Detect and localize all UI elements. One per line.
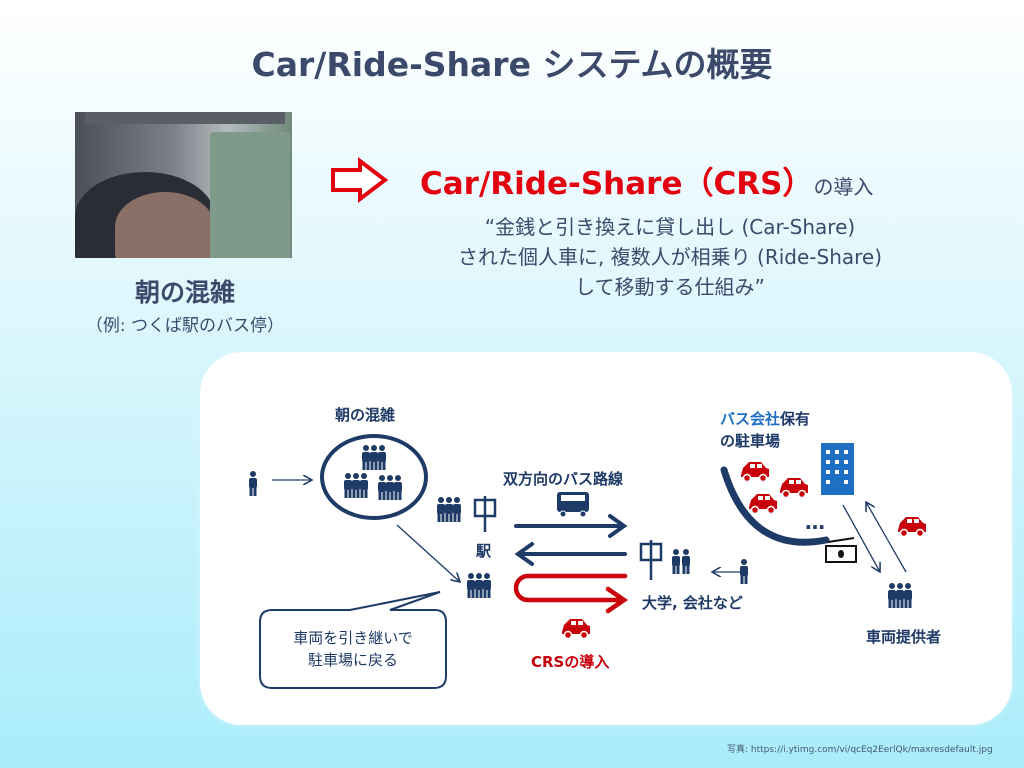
crs-definition: “金銭と引き換えに貸し出し (Car-Share) された個人車に, 複数人が相… bbox=[330, 212, 1010, 302]
callout-text: 車両を引き継いで駐車場に戻る bbox=[278, 627, 428, 671]
bus-route-arrows bbox=[514, 514, 628, 566]
crs-headline-suffix: の導入 bbox=[813, 175, 874, 199]
callout-bubble bbox=[259, 591, 447, 689]
crs-headline: Car/Ride-Share（CRS）の導入 bbox=[420, 158, 873, 203]
photo-credit: 写真: https://i.ytimg.com/vi/qcEq2EerlQk/m… bbox=[727, 745, 993, 755]
arrow bbox=[396, 524, 460, 582]
station-label: 駅 bbox=[476, 542, 492, 560]
crowd-label: 朝の混雑 bbox=[335, 406, 396, 424]
parking-label-owned: 保有 bbox=[780, 410, 811, 428]
provider-label: 車両提供者 bbox=[866, 628, 942, 646]
arrow bbox=[842, 504, 880, 572]
parking-label-line2: の駐車場 bbox=[720, 432, 781, 450]
bus-route-label: 双方向のバス路線 bbox=[503, 470, 624, 488]
crs-uturn-arrow bbox=[513, 573, 628, 614]
right-arrow-icon bbox=[331, 156, 389, 204]
crs-headline-main: Car/Ride-Share（CRS） bbox=[420, 166, 814, 202]
parking-curve bbox=[720, 466, 830, 546]
arrow bbox=[866, 502, 907, 573]
destination-label: 大学, 会社など bbox=[642, 594, 743, 612]
parking-label: バス会社保有の駐車場 bbox=[720, 408, 810, 452]
crs-label: CRSの導入 bbox=[531, 653, 610, 671]
money-icon bbox=[825, 537, 857, 563]
crowd-photo bbox=[75, 112, 292, 258]
building-icon bbox=[821, 443, 854, 495]
walking-person-icon bbox=[740, 559, 748, 584]
walking-person-icon bbox=[249, 471, 257, 496]
definition-line: された個人車に, 複数人が相乗り (Ride-Share) bbox=[457, 245, 883, 269]
ellipsis: … bbox=[805, 510, 825, 534]
people-icon bbox=[672, 549, 690, 574]
crowd-people-icon bbox=[344, 445, 402, 500]
definition-line: “金銭と引き換えに貸し出し (Car-Share) bbox=[484, 215, 856, 239]
slide-title: Car/Ride-Share システムの概要 bbox=[251, 45, 773, 84]
crowd-circle bbox=[320, 434, 428, 520]
bus-stop-icon bbox=[473, 496, 663, 580]
photo-subcaption: （例: つくば駅のバス停） bbox=[85, 316, 285, 336]
callout-line: 駐車場に戻る bbox=[307, 651, 398, 669]
bus-company-label: バス会社 bbox=[720, 410, 781, 428]
definition-line: して移動する仕組み” bbox=[575, 275, 765, 299]
callout-line: 車両を引き継いで bbox=[293, 629, 413, 647]
bus-icon bbox=[557, 492, 589, 518]
photo-caption: 朝の混雑 bbox=[134, 278, 235, 307]
